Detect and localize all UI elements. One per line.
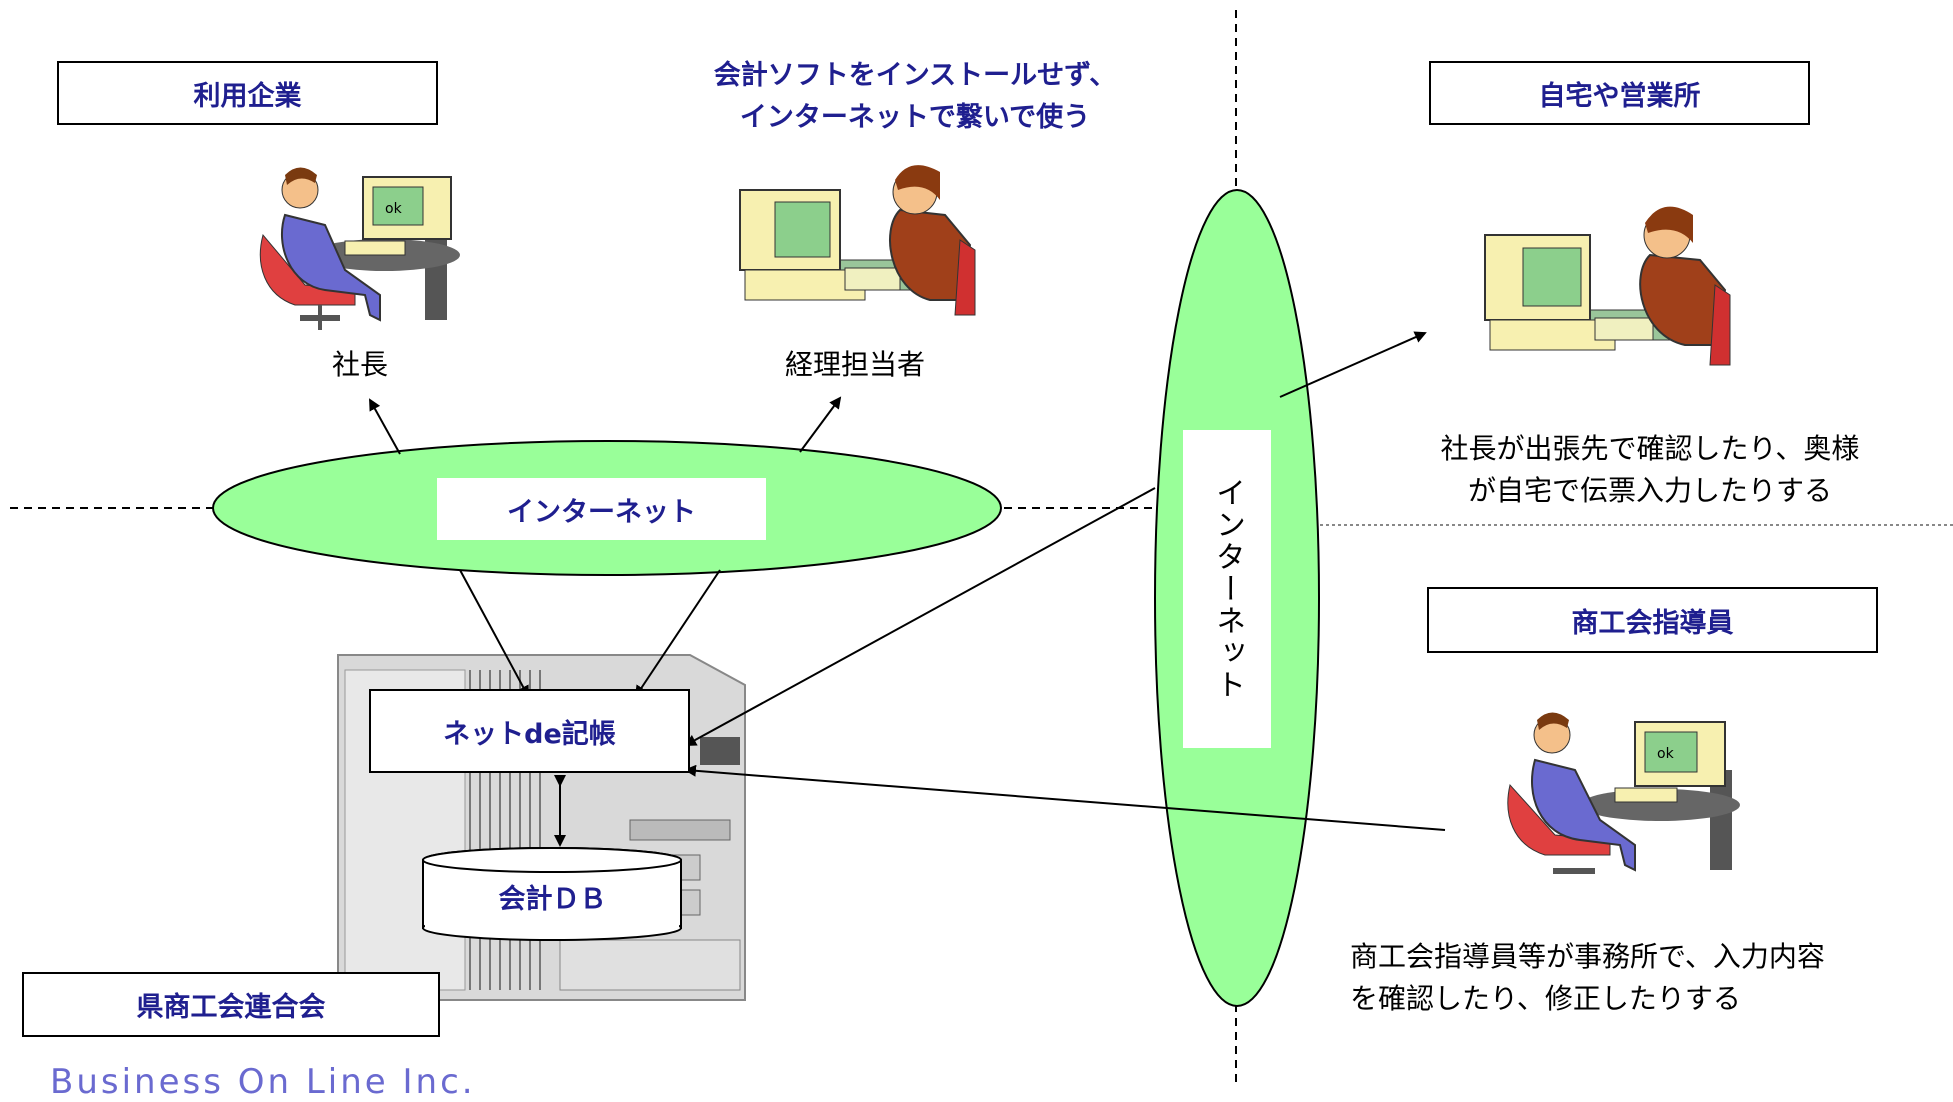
usage-note-line2: インターネットで繋いで使う <box>739 102 1091 133</box>
arrow-internet-to-service-1 <box>459 569 529 698</box>
advisor-description-line1: 商工会指導員等が事務所で、入力内容 <box>1350 940 1825 973</box>
home-description-line2: が自宅で伝票入力したりする <box>1467 474 1832 507</box>
arrow-service-to-home <box>684 487 1156 746</box>
home-description-line1: 社長が出張先で確認したり、奥様 <box>1440 432 1860 465</box>
internet-vertical-label-box: インターネット <box>1183 430 1271 748</box>
prefecture-federation-box: 県商工会連合会 <box>22 972 440 1037</box>
prefecture-federation-label: 県商工会連合会 <box>136 992 326 1023</box>
user-company-box: 利用企業 <box>57 61 438 125</box>
arrow-advisor-to-service <box>684 764 1446 831</box>
chamber-advisor-box: 商工会指導員 <box>1427 587 1878 653</box>
home-office-box: 自宅や営業所 <box>1429 61 1810 125</box>
svg-text:ok: ok <box>1657 746 1675 762</box>
database-label-box: 会計ＤＢ <box>430 868 675 924</box>
president-illustration: ok <box>259 167 460 330</box>
arrow-internet-to-service-2 <box>634 569 721 698</box>
database-label: 会計ＤＢ <box>498 883 607 915</box>
advisor-illustration: ok <box>1507 712 1740 874</box>
president-caption: 社長 <box>331 348 388 381</box>
usage-note: 会計ソフトをインストールせず、 インターネットで繋いで使う <box>680 55 1150 139</box>
accountant-caption: 経理担当者 <box>784 348 925 381</box>
service-box: ネットde記帳 <box>369 689 690 773</box>
arrow-home <box>1279 331 1427 398</box>
user-company-label: 利用企業 <box>193 80 302 112</box>
service-label: ネットde記帳 <box>443 718 616 750</box>
usage-note-line1: 会計ソフトをインストールせず、 <box>713 60 1117 91</box>
home-office-label: 自宅や営業所 <box>1538 80 1701 112</box>
arrow-to-accountant <box>799 396 842 453</box>
internet-horizontal-label: インターネット <box>507 496 696 528</box>
advisor-description: 商工会指導員等が事務所で、入力内容 を確認したり、修正したりする <box>1350 936 1910 1020</box>
arrow-to-president <box>369 398 401 455</box>
advisor-description-line2: を確認したり、修正したりする <box>1350 982 1741 1015</box>
chamber-advisor-label: 商工会指導員 <box>1571 607 1734 639</box>
home-worker-illustration <box>1484 206 1731 366</box>
internet-horizontal-label-box: インターネット <box>437 478 766 540</box>
home-description: 社長が出張先で確認したり、奥様 が自宅で伝票入力したりする <box>1410 428 1890 512</box>
accountant-illustration <box>739 165 976 316</box>
database-cylinder <box>422 847 682 941</box>
svg-text:ok: ok <box>385 201 403 217</box>
internet-vertical-label: インターネット <box>1210 477 1245 701</box>
company-logo: Business On Line Inc. <box>50 1062 476 1102</box>
